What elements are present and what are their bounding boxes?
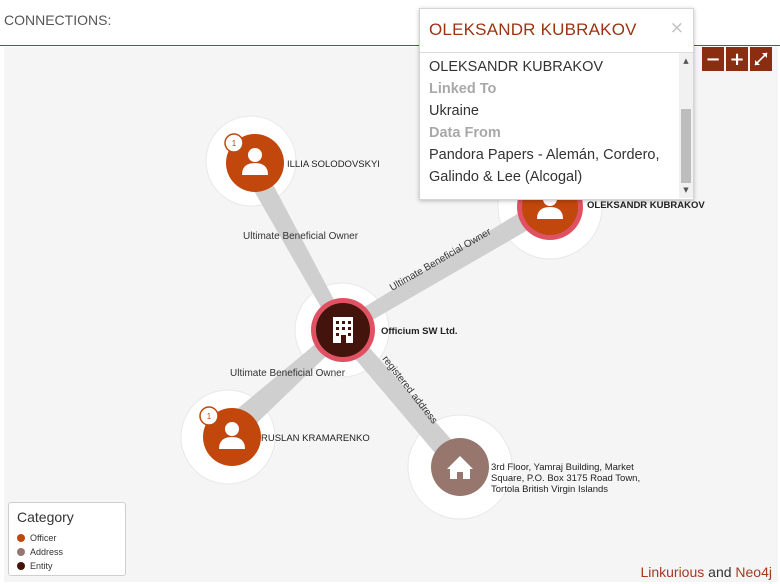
node-badge: [224, 133, 244, 153]
node-officium[interactable]: Officium SW Ltd.: [311, 298, 458, 362]
zoom-in-button[interactable]: +: [726, 47, 748, 71]
node-label-officium: Officium SW Ltd.: [381, 326, 458, 337]
edge-officium-address[interactable]: [336, 326, 474, 473]
header-divider: [0, 45, 780, 46]
zoom-controls: − +: [702, 47, 772, 71]
building-icon: [333, 317, 353, 343]
scroll-up-icon[interactable]: ▲: [683, 57, 689, 65]
edge-label-illia-officium: Ultimate Beneficial Owner: [243, 231, 359, 242]
popup-header: OLEKSANDR KUBRAKOV ×: [420, 9, 693, 53]
edge-illia-officium[interactable]: [246, 175, 350, 330]
popup-linked-to-value: Ukraine: [429, 103, 479, 119]
legend-label: Address: [30, 547, 64, 557]
node-badge: [199, 406, 219, 426]
person-icon: [219, 422, 245, 449]
node-illia[interactable]: 1 ILLIA SOLODOVSKYI: [224, 133, 380, 192]
person-icon: [242, 148, 268, 175]
fullscreen-icon: [754, 52, 768, 66]
node-ruslan[interactable]: 1 RUSLAN KRAMARENKO: [199, 406, 370, 466]
node-label-address-line1: 3rd Floor, Yamraj Building, Market: [491, 462, 634, 473]
node-address[interactable]: 3rd Floor, Yamraj Building, Market Squar…: [431, 438, 640, 496]
legend-label: Officer: [30, 533, 57, 543]
node-badge-count: 1: [232, 139, 237, 148]
legend-item-entity: Entity: [17, 561, 53, 571]
legend-dot-entity: [17, 562, 25, 570]
legend-label: Entity: [30, 561, 53, 571]
credits: Linkurious and Neo4j: [640, 564, 772, 580]
scroll-down-icon[interactable]: ▼: [683, 186, 689, 194]
popup-body[interactable]: OLEKSANDR KUBRAKOV Linked To Ukraine Dat…: [420, 53, 678, 198]
node-label-address-line2: Square, P.O. Box 3175 Road Town,: [491, 473, 640, 484]
node-label-address-line3: Tortola British Virgin Islands: [491, 484, 608, 495]
edge-label-ruslan-officium: Ultimate Beneficial Owner: [230, 368, 346, 379]
edge-oleksandr-officium[interactable]: [338, 205, 540, 333]
popup-data-from-line2: Galindo & Lee (Alcogal): [429, 169, 583, 185]
node-label-illia: ILLIA SOLODOVSKYI: [287, 159, 380, 170]
category-legend: Category Officer Address Entity: [8, 502, 126, 576]
node-label-ruslan: RUSLAN KRAMARENKO: [261, 433, 370, 444]
legend-title: Category: [17, 509, 74, 525]
legend-item-address: Address: [17, 547, 63, 557]
legend-item-officer: Officer: [17, 533, 56, 543]
house-icon: [447, 456, 473, 479]
scrollbar-thumb[interactable]: [681, 109, 691, 183]
node-badge-count: 1: [207, 412, 212, 421]
linkurious-link[interactable]: Linkurious: [640, 564, 705, 580]
popup-scrollbar[interactable]: ▲ ▼: [679, 53, 693, 198]
fullscreen-button[interactable]: [750, 47, 772, 71]
popup-data-from-line1: Pandora Papers - Alemán, Cordero,: [429, 147, 660, 163]
node-details-popup[interactable]: OLEKSANDR KUBRAKOV × OLEKSANDR KUBRAKOV …: [419, 8, 694, 200]
popup-name: OLEKSANDR KUBRAKOV: [429, 59, 604, 75]
node-label-oleksandr: OLEKSANDR KUBRAKOV: [587, 200, 705, 211]
edge-label-oleksandr-officium: Ultimate Beneficial Owner: [388, 226, 494, 293]
popup-title: OLEKSANDR KUBRAKOV: [429, 20, 637, 39]
popup-linked-to-label: Linked To: [429, 81, 497, 97]
page-title: CONNECTIONS:: [4, 12, 112, 28]
close-icon[interactable]: ×: [669, 18, 684, 38]
zoom-out-button[interactable]: −: [702, 47, 724, 71]
graph-svg[interactable]: Ultimate Beneficial Owner Ultimate Benef…: [4, 47, 778, 582]
credits-and: and: [704, 564, 736, 580]
popup-data-from-label: Data From: [429, 125, 501, 141]
legend-dot-officer: [17, 534, 25, 542]
legend-dot-address: [17, 548, 25, 556]
neo4j-link[interactable]: Neo4j: [735, 564, 772, 580]
